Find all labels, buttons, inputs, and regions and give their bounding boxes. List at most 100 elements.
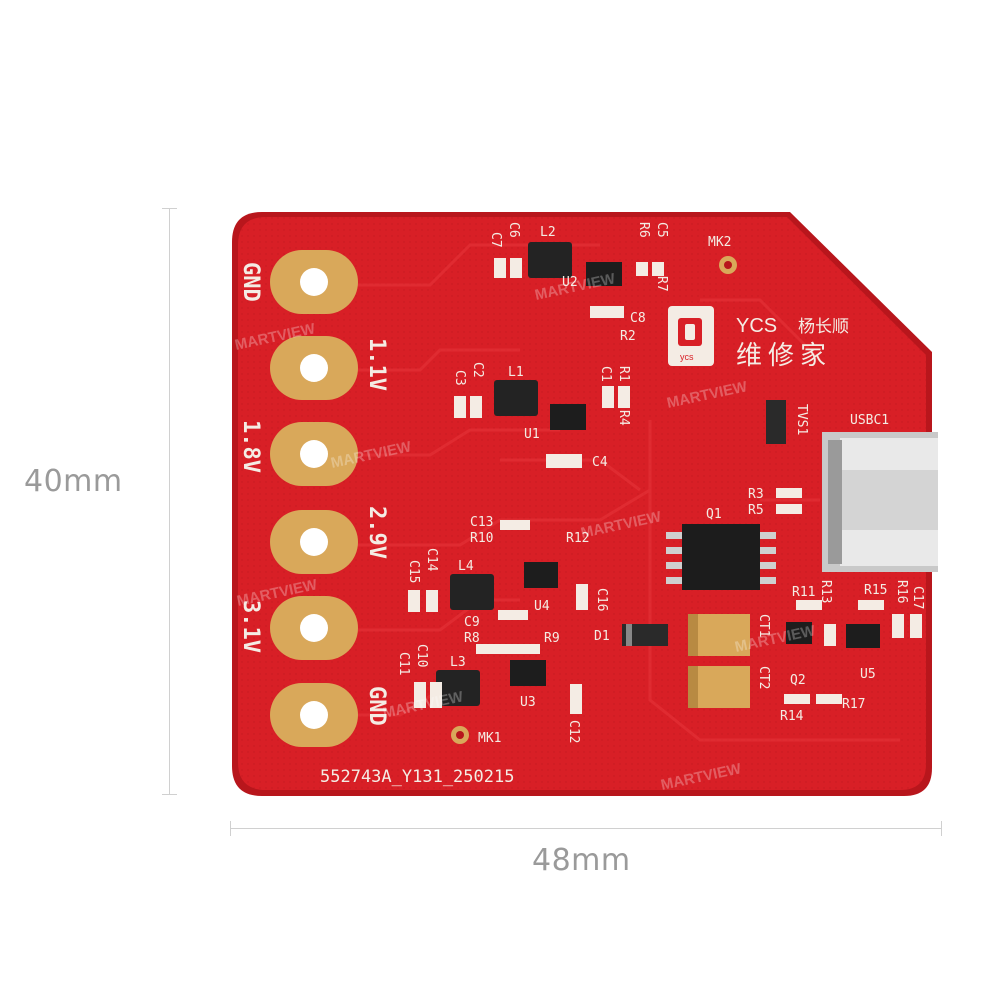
label-c7: C7 <box>488 232 503 248</box>
diode-d1 <box>622 624 668 646</box>
pad-2v9 <box>270 510 358 574</box>
pin-label-1v8: 1.8V <box>238 420 263 473</box>
label-c16: C16 <box>594 588 609 611</box>
label-r3: R3 <box>748 487 764 502</box>
label-q1: Q1 <box>706 507 722 522</box>
usbc-connector <box>822 432 938 572</box>
label-u5: U5 <box>860 667 876 682</box>
logo-cn-name: 杨长顺 <box>798 317 849 337</box>
width-dimension-tick-left <box>230 821 231 836</box>
pad-1v1 <box>270 336 358 400</box>
pin-pads <box>270 250 358 747</box>
label-r7: R7 <box>654 276 669 292</box>
label-r15: R15 <box>864 583 887 598</box>
ic-u1 <box>550 404 586 430</box>
label-r10: R10 <box>470 531 493 546</box>
label-c8: C8 <box>630 311 646 326</box>
inductor-l3 <box>436 670 480 706</box>
width-dimension-line <box>230 828 942 829</box>
inductor-l4 <box>450 574 494 610</box>
label-d1: D1 <box>594 629 610 644</box>
ic-u2 <box>586 262 622 286</box>
label-c14: C14 <box>424 548 439 572</box>
pin-label-gnd-bottom: GND <box>364 686 389 726</box>
label-mk1: MK1 <box>478 731 501 746</box>
label-r16: R16 <box>894 580 909 603</box>
label-c10: C10 <box>414 644 429 667</box>
label-r8: R8 <box>464 631 480 646</box>
label-c12: C12 <box>566 720 581 743</box>
pad-1v8 <box>270 422 358 486</box>
ic-u4 <box>524 562 558 588</box>
pad-gnd-bottom <box>270 683 358 747</box>
label-l4: L4 <box>458 559 474 574</box>
cap-ct2 <box>688 666 750 708</box>
label-r4: R4 <box>616 410 631 426</box>
inductor-l2 <box>528 242 572 278</box>
ic-u5 <box>846 624 880 648</box>
logo-brand: YCS <box>736 315 777 337</box>
label-q2: Q2 <box>790 673 806 688</box>
label-tvs1: TVS1 <box>794 404 809 435</box>
label-l1: L1 <box>508 365 524 380</box>
label-r12: R12 <box>566 531 589 546</box>
label-u2: U2 <box>562 275 578 290</box>
pin-label-gnd-top: GND <box>238 262 263 302</box>
label-c15: C15 <box>406 560 421 583</box>
ycs-logo: ycs YCS 杨长顺 维修家 <box>668 306 849 371</box>
logo-badge-text: ycs <box>680 352 694 362</box>
label-c6: C6 <box>506 222 521 238</box>
label-c2: C2 <box>470 362 485 378</box>
label-c11: C11 <box>396 652 411 675</box>
label-u1: U1 <box>524 427 540 442</box>
label-c17: C17 <box>910 586 925 609</box>
inductors <box>436 242 572 706</box>
tantalum-caps <box>688 614 750 708</box>
logo-cn-slogan: 维修家 <box>736 341 832 371</box>
label-c3: C3 <box>452 370 467 386</box>
label-r2: R2 <box>620 329 636 344</box>
height-dimension-line <box>169 208 170 795</box>
pin-label-1v1: 1.1V <box>364 338 389 391</box>
height-dimension-label: 40mm <box>24 464 123 499</box>
pin-label-2v9: 2.9V <box>364 506 389 559</box>
label-l2: L2 <box>540 225 556 240</box>
label-c5: C5 <box>654 222 669 238</box>
label-usbc1: USBC1 <box>850 413 889 428</box>
transistor-q2 <box>786 622 812 644</box>
width-dimension-tick-right <box>941 821 942 836</box>
width-dimension-label: 48mm <box>532 843 631 878</box>
label-c4: C4 <box>592 455 608 470</box>
label-r13: R13 <box>818 580 833 603</box>
passive-components <box>408 258 922 714</box>
mark-mk1 <box>451 726 469 744</box>
label-r1: R1 <box>616 366 631 382</box>
label-mk2: MK2 <box>708 235 731 250</box>
sot-ics <box>510 262 880 686</box>
label-l3: L3 <box>450 655 466 670</box>
label-c1: C1 <box>598 366 613 382</box>
mark-mk2 <box>719 256 737 274</box>
mosfet-q1 <box>666 524 776 590</box>
height-dimension-tick-top <box>162 208 177 209</box>
label-c13: C13 <box>470 515 493 530</box>
label-c9: C9 <box>464 615 480 630</box>
label-r9: R9 <box>544 631 560 646</box>
label-u3: U3 <box>520 695 536 710</box>
label-r17: R17 <box>842 697 865 712</box>
height-dimension-tick-bottom <box>162 794 177 795</box>
label-r5: R5 <box>748 503 764 518</box>
pad-gnd-top <box>270 250 358 314</box>
pad-3v1 <box>270 596 358 660</box>
copper-traces <box>355 243 900 742</box>
label-ct2: CT2 <box>756 666 771 689</box>
label-ct1: CT1 <box>756 614 771 637</box>
ic-u3 <box>510 660 546 686</box>
label-r14: R14 <box>780 709 804 724</box>
diode-tvs1 <box>766 400 786 444</box>
pcb-surface <box>238 217 926 790</box>
cap-ct1 <box>688 614 750 656</box>
label-r6: R6 <box>636 222 651 238</box>
pin-label-3v1: 3.1V <box>238 600 263 653</box>
